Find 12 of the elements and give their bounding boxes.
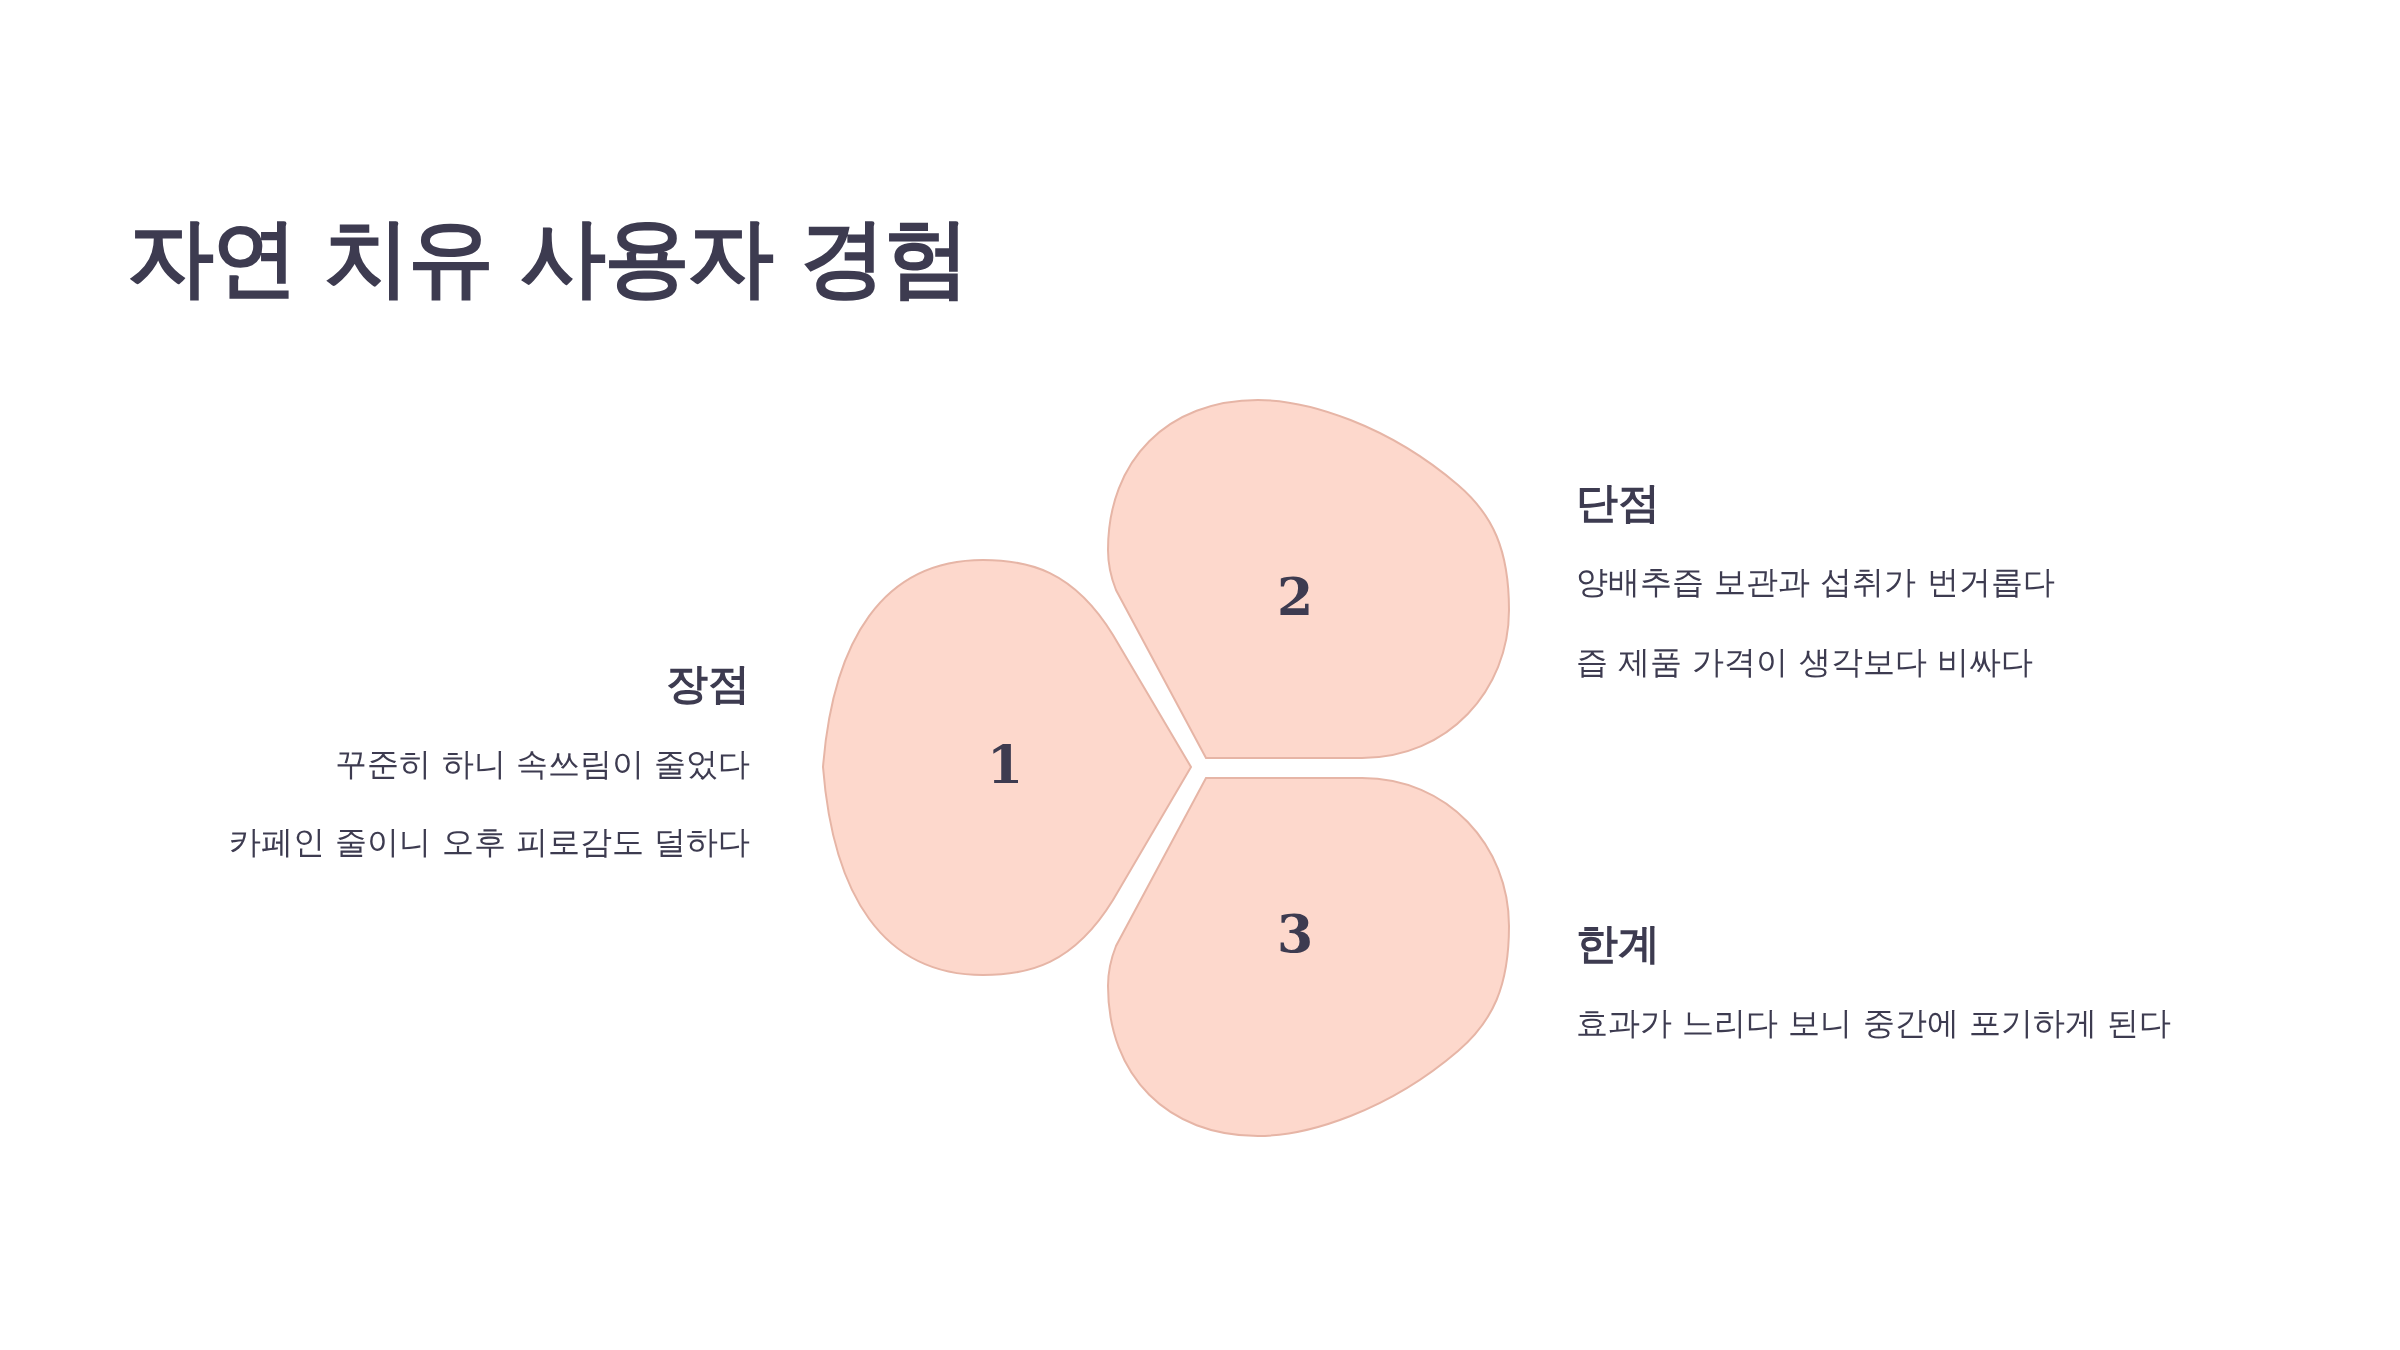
section-heading: 단점 (1576, 477, 1660, 529)
section-heading: 장점 (666, 658, 750, 710)
list-item: 카페인 줄이니 오후 피로감도 덜하다 (229, 822, 750, 863)
title: 자연 치유 사용자 경험 (128, 206, 968, 309)
petal-number: 2 (1276, 571, 1314, 623)
list-item: 꾸준히 하니 속쓰림이 줄었다 (335, 744, 750, 785)
petal-number: 1 (986, 739, 1024, 791)
list-item: 양배추즙 보관과 섭취가 번거롭다 (1576, 562, 2055, 603)
section-heading: 한계 (1576, 918, 1660, 970)
list-item: 즙 제품 가격이 생각보다 비싸다 (1576, 642, 2033, 683)
petal-number: 3 (1276, 908, 1314, 960)
list-item: 효과가 느리다 보니 중간에 포기하게 된다 (1576, 1003, 2171, 1044)
